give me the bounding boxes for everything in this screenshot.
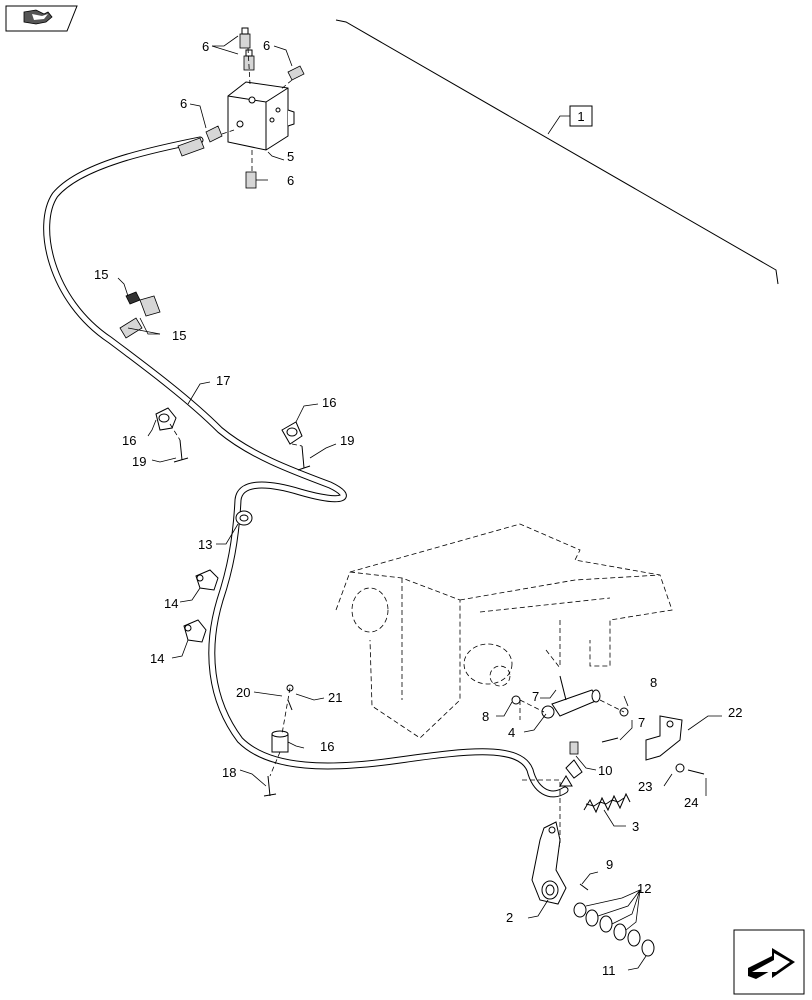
- flip-book-icon[interactable]: [5, 5, 78, 32]
- fitting-bottom: [245, 171, 257, 189]
- label-18: 18: [222, 765, 236, 780]
- label-6c: 6: [180, 96, 187, 111]
- label-9: 9: [606, 857, 613, 872]
- cylinder: [541, 689, 601, 719]
- bracket: [645, 715, 683, 761]
- hose-clamp-right: [281, 421, 303, 445]
- label-21: 21: [328, 690, 342, 705]
- group-bracket-line: [335, 19, 779, 285]
- label-6a: 6: [202, 39, 209, 54]
- label-6d: 6: [287, 173, 294, 188]
- label-16b: 16: [122, 433, 136, 448]
- label-23: 23: [638, 779, 652, 794]
- cylinder-fitting: [559, 741, 583, 787]
- part-labels: 1 6 6 6 6 5 15 15 17 16 16 19 19 13 14 1…: [94, 38, 742, 978]
- pedal-arm: [531, 821, 567, 905]
- label-19b: 19: [340, 433, 354, 448]
- fitting-top: [239, 27, 255, 71]
- next-page-arrow-icon[interactable]: [733, 929, 805, 995]
- label-22: 22: [728, 705, 742, 720]
- label-17: 17: [216, 373, 230, 388]
- label-15b: 15: [172, 328, 186, 343]
- label-3: 3: [632, 819, 639, 834]
- label-14b: 14: [150, 651, 164, 666]
- label-4: 4: [508, 725, 515, 740]
- label-11: 11: [602, 963, 616, 978]
- leader-1: [547, 115, 570, 135]
- label-14a: 14: [164, 596, 178, 611]
- label-16a: 16: [322, 395, 336, 410]
- label-24: 24: [684, 795, 698, 810]
- label-10: 10: [598, 763, 612, 778]
- grommet: [235, 510, 253, 526]
- label-8a: 8: [650, 675, 657, 690]
- hose-clamp-left: [155, 407, 177, 431]
- clamp-halves: [119, 291, 161, 339]
- return-spring: [583, 792, 631, 814]
- valve-block: [227, 81, 295, 151]
- label-15a: 15: [94, 267, 108, 282]
- fitting-right: [287, 65, 305, 81]
- label-6b: 6: [263, 38, 270, 53]
- hydraulic-hose: [43, 136, 569, 798]
- p-clamp-upper: [195, 569, 219, 591]
- label-16c: 16: [320, 739, 334, 754]
- label-19a: 19: [132, 454, 146, 469]
- hose-clamp-lower: [271, 730, 289, 753]
- label-8b: 8: [482, 709, 489, 724]
- leader-lines: [117, 35, 722, 971]
- label-12: 12: [637, 881, 651, 896]
- label-1: 1: [577, 109, 584, 124]
- label-13: 13: [198, 537, 212, 552]
- label-5: 5: [287, 149, 294, 164]
- label-7b: 7: [638, 715, 645, 730]
- snap-rings: [573, 902, 655, 957]
- pedal-bracket-frame: [335, 523, 673, 847]
- label-7a: 7: [532, 689, 539, 704]
- fitting-left: [205, 125, 223, 143]
- label-2: 2: [506, 910, 513, 925]
- label-20: 20: [236, 685, 250, 700]
- p-clamp-lower: [183, 619, 207, 643]
